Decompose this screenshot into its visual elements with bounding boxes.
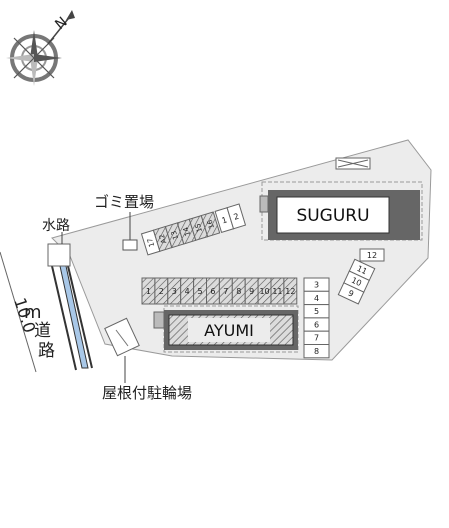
parking-space — [337, 282, 365, 305]
parking-space-label: 5 — [314, 307, 319, 316]
building-ayumi-name: AYUMI — [204, 321, 254, 340]
parking-space-label: 10 — [350, 276, 363, 288]
garbage-area — [122, 239, 138, 251]
garbage-area-label: ゴミ置場 — [94, 193, 154, 211]
compass-rose-icon: N — [6, 10, 75, 86]
parking-space-label: 7 — [314, 334, 319, 343]
parking-space-label: 6 — [314, 320, 319, 329]
parking-space-label: 2 — [233, 212, 241, 222]
parking-space-label: 12 — [367, 251, 377, 260]
parking-space — [200, 211, 221, 238]
parking-space-label: 3 — [314, 280, 319, 289]
parking-space — [226, 203, 247, 230]
parking-space-label: 4 — [185, 287, 190, 296]
water-channel-label: 水路 — [42, 218, 70, 234]
road-char-1: 道 — [34, 321, 51, 341]
road — [0, 243, 93, 373]
parking-space-label: 5 — [198, 287, 203, 296]
parking-space-label: 9 — [249, 287, 254, 296]
building-suguru-name: SUGURU — [296, 206, 369, 226]
top-marker — [335, 157, 371, 170]
parking-space-label: 1 — [221, 215, 229, 225]
parking-space — [283, 277, 298, 305]
building-suguru: SUGURU — [259, 181, 423, 241]
road-char-2: 路 — [38, 341, 55, 361]
parking-space-label: 14 — [182, 226, 192, 237]
parking-space-label: 8 — [314, 347, 319, 356]
parking-space — [359, 248, 385, 262]
parking-space-label: 11 — [272, 287, 282, 296]
parking-space-label: 6 — [210, 287, 215, 296]
parking-space-label: 1 — [146, 287, 151, 296]
parking-space-label: 2 — [159, 287, 164, 296]
parking-space-label: 8 — [236, 287, 241, 296]
parking-space-label: 11 — [355, 264, 368, 276]
parking-column-right: 3 4 5 6 7 8 — [303, 277, 330, 359]
parking-space-label: 12 — [285, 287, 295, 296]
bicycle-parking-label: 屋根付駐輪場 — [102, 384, 192, 402]
parking-space-label: A2 — [158, 233, 168, 244]
parking-space-label: 4 — [314, 294, 319, 303]
parking-space-label: 9 — [347, 289, 355, 299]
parking-space — [303, 344, 330, 359]
building-ayumi: AYUMI — [153, 305, 299, 353]
road-unit-label: m — [24, 302, 42, 323]
parking-space-label: 15 — [194, 222, 204, 233]
bicycle-parking — [104, 317, 140, 357]
parking-space-label: 17 — [146, 237, 156, 248]
parking-space-label: 13 — [170, 230, 180, 241]
parking-space-label: 10 — [259, 287, 269, 296]
culvert — [47, 243, 71, 267]
parking-space-label: 16 — [206, 218, 216, 229]
parking-space-label: 3 — [172, 287, 177, 296]
parking-space-label: 7 — [223, 287, 228, 296]
